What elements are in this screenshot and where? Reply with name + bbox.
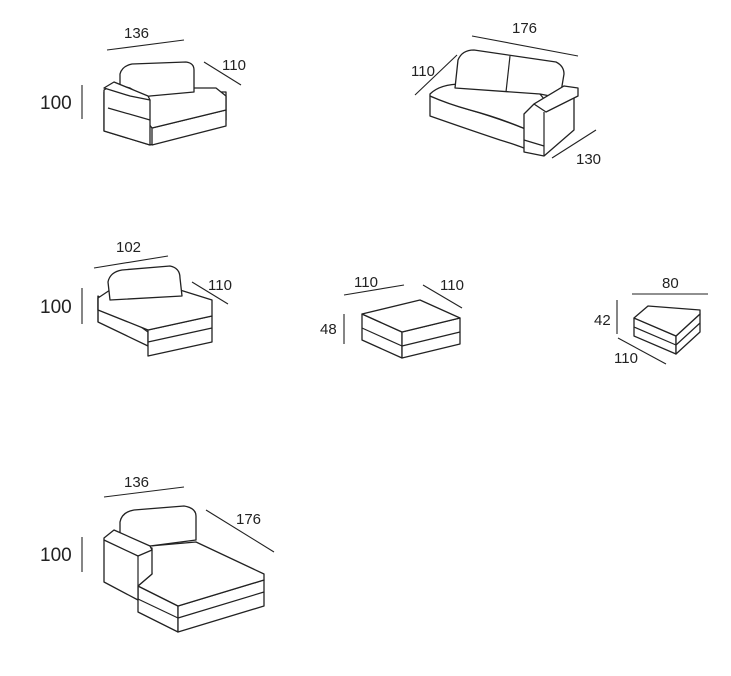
two-seat-curved-drawing	[429, 49, 579, 157]
width-label: 80	[662, 275, 679, 292]
width-label: 110	[354, 274, 378, 291]
height-label: 42	[594, 312, 611, 329]
depth-label: 110	[614, 350, 638, 367]
width-dimension-line	[106, 39, 185, 51]
depth-dimension-line	[617, 337, 667, 365]
depth-dimension-line	[191, 281, 229, 305]
width-label: 102	[116, 239, 141, 256]
chaise-longue-drawing	[103, 505, 265, 633]
depth-dimension-line	[422, 284, 463, 309]
depth-label: 176	[236, 511, 261, 528]
depth-label: 110	[208, 277, 232, 294]
width-label: 176	[512, 20, 537, 37]
depth-dimension-line	[205, 509, 275, 553]
two-seat-curved: 176 110 130	[411, 20, 601, 168]
depth-label: 110	[222, 57, 246, 74]
ottoman-drawing	[361, 299, 461, 359]
ottoman: 110 110 48	[320, 274, 464, 359]
corner-wedge: 80 110 42	[594, 275, 708, 367]
depth-right-dimension-line	[551, 129, 597, 159]
armless-seat: 102 110 100	[40, 239, 232, 357]
armchair-left-arm-drawing	[103, 61, 227, 146]
width-dimension-line	[93, 255, 169, 269]
width-label: 136	[124, 25, 149, 42]
armchair-left-arm: 136 110 100	[40, 25, 246, 146]
depth-label: 110	[440, 277, 464, 294]
width-dimension-line	[103, 486, 185, 498]
depth-left-dimension-line	[414, 54, 458, 96]
height-label: 48	[320, 321, 337, 338]
depth-left-label: 110	[411, 63, 435, 80]
width-label: 136	[124, 474, 149, 491]
depth-right-label: 130	[576, 151, 601, 168]
corner-wedge-drawing	[633, 305, 701, 355]
armless-seat-drawing	[97, 265, 213, 357]
width-dimension-line	[471, 35, 579, 57]
width-dimension-line	[343, 284, 405, 296]
depth-dimension-line	[203, 61, 242, 86]
height-label: 100	[40, 545, 72, 566]
chaise-longue: 136 176 100	[40, 474, 275, 633]
height-label: 100	[40, 93, 72, 114]
height-label: 100	[40, 297, 72, 318]
